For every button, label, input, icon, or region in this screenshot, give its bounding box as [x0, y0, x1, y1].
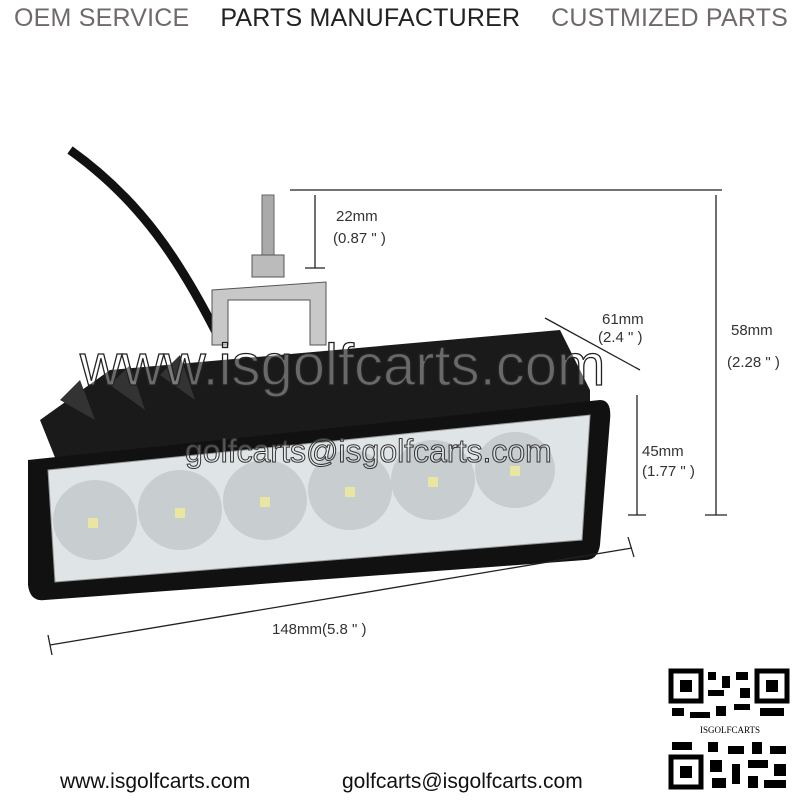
- lens-height-mm: 45mm: [642, 443, 684, 460]
- dimension-lines: [47, 189, 727, 656]
- qr-label: ISGOLFCARTS: [700, 725, 760, 735]
- watermark-email: golfcarts@isgolfcarts.com: [185, 433, 552, 469]
- depth-mm: 61mm: [602, 311, 644, 328]
- power-cable: [67, 146, 225, 343]
- footer-website[interactable]: www.isgolfcarts.com: [60, 770, 251, 793]
- led-reflectors: [53, 432, 555, 560]
- bolt-nut: [251, 254, 285, 278]
- bolt-length-mm: 22mm: [336, 208, 378, 225]
- watermark-site: www.isgolfcarts.com: [79, 333, 605, 398]
- depth-in: (2.4 " ): [598, 329, 643, 346]
- lens-height-in: (1.77 " ): [642, 463, 695, 480]
- height-mm: 58mm: [731, 322, 773, 339]
- bolt-length-in: (0.87 " ): [333, 230, 386, 247]
- mounting-bracket: [211, 281, 327, 346]
- length-dimension: 148mm(5.8 " ): [272, 621, 367, 638]
- header-banner: OEM SERVICE PARTS MANUFACTURER CUSTMIZED…: [0, 4, 800, 33]
- footer-email[interactable]: golfcarts@isgolfcarts.com: [342, 770, 583, 793]
- header-oem-service: OEM SERVICE: [14, 4, 190, 32]
- height-in: (2.28 " ): [727, 354, 780, 371]
- header-parts-manufacturer: PARTS MANUFACTURER: [220, 4, 521, 32]
- qr-code: ISGOLFCARTS: [668, 668, 792, 792]
- header-customized-parts: CUSTMIZED PARTS: [551, 4, 788, 32]
